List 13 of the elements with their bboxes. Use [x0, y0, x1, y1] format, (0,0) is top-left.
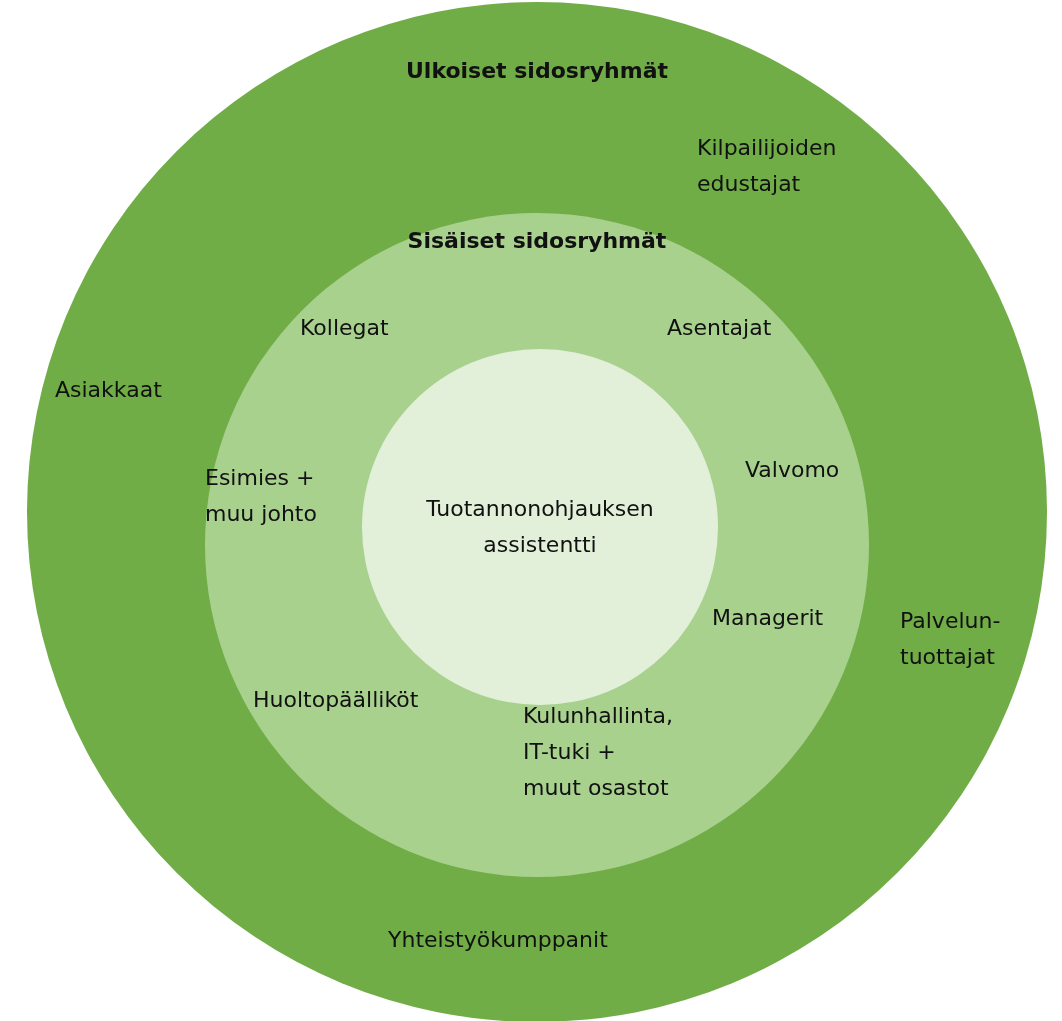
ring-title: Sisäiset sidosryhmät [406, 228, 668, 253]
stakeholder-label: Valvomo [745, 456, 841, 484]
stakeholder-label: Asentajat [667, 314, 773, 342]
stakeholder-label: Kilpailijoiden edustajat [697, 134, 838, 198]
stakeholder-label: Esimies + muu johto [205, 464, 318, 528]
stakeholder-label: Asiakkaat [55, 376, 163, 404]
stakeholder-label: Palvelun-tuottajat [900, 607, 1002, 671]
center-label: Tuotannonohjauksen assistentti [425, 495, 655, 559]
stakeholder-label: Kollegat [300, 314, 390, 342]
stakeholder-label: Huoltopäälliköt [253, 686, 420, 714]
ring-title: Ulkoiset sidosryhmät [405, 58, 669, 83]
stakeholder-label: Yhteistyökumppanit [388, 926, 609, 954]
stakeholder-label: Kulunhallinta, IT-tuki + muut osastot [523, 702, 675, 802]
